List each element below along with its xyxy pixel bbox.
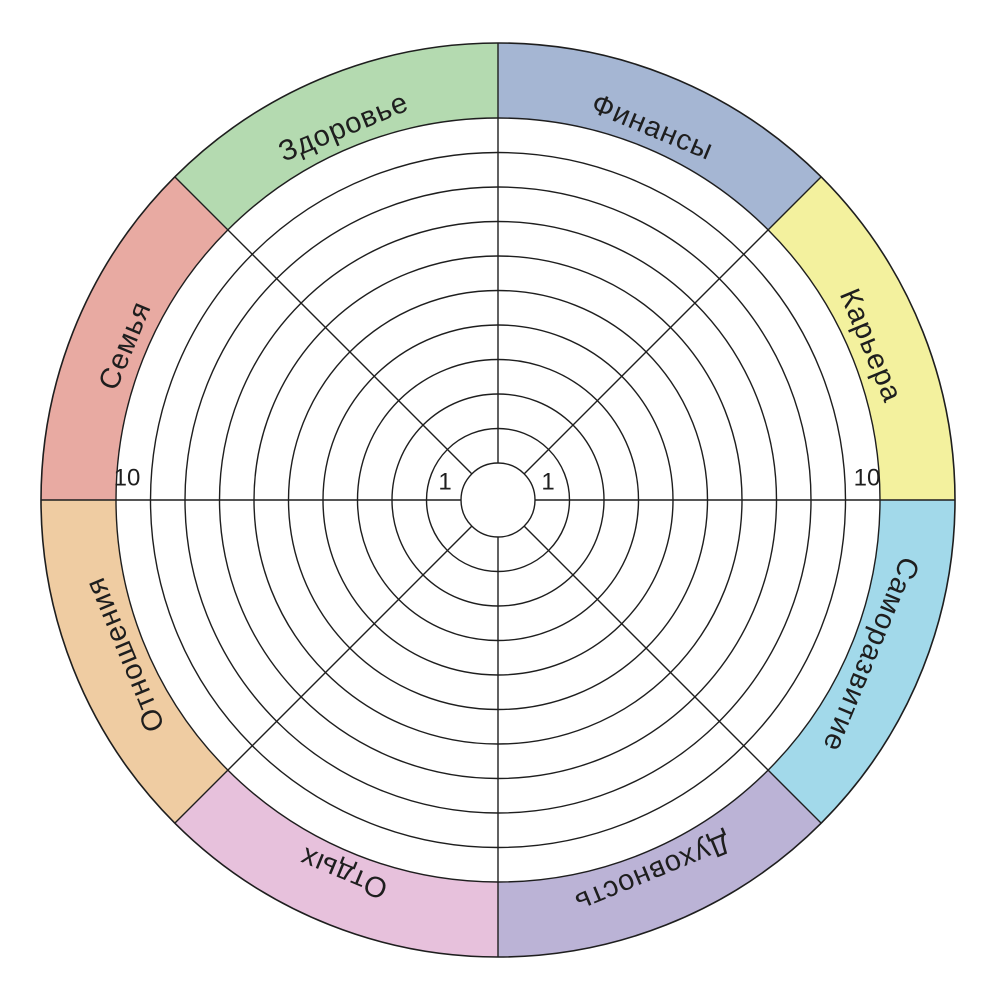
segment-band bbox=[498, 745, 822, 957]
spoke-lines bbox=[41, 43, 955, 957]
scale-max-right: 10 bbox=[854, 464, 881, 491]
segment-band bbox=[41, 500, 253, 824]
segment-band bbox=[174, 745, 498, 957]
segment-band bbox=[174, 43, 498, 255]
spoke-line bbox=[523, 176, 822, 475]
spoke-line bbox=[523, 525, 822, 824]
scale-labels: 1 1 10 10 bbox=[114, 464, 881, 495]
segment-band bbox=[41, 176, 253, 500]
scale-min-right: 1 bbox=[541, 468, 554, 495]
scale-min-left: 1 bbox=[438, 468, 451, 495]
segment-band bbox=[743, 176, 955, 500]
segment-band bbox=[498, 43, 822, 255]
scale-max-left: 10 bbox=[114, 464, 141, 491]
segment-band bbox=[743, 500, 955, 824]
spoke-line bbox=[174, 525, 473, 824]
segment-bands bbox=[41, 43, 955, 957]
spoke-line bbox=[174, 176, 473, 475]
